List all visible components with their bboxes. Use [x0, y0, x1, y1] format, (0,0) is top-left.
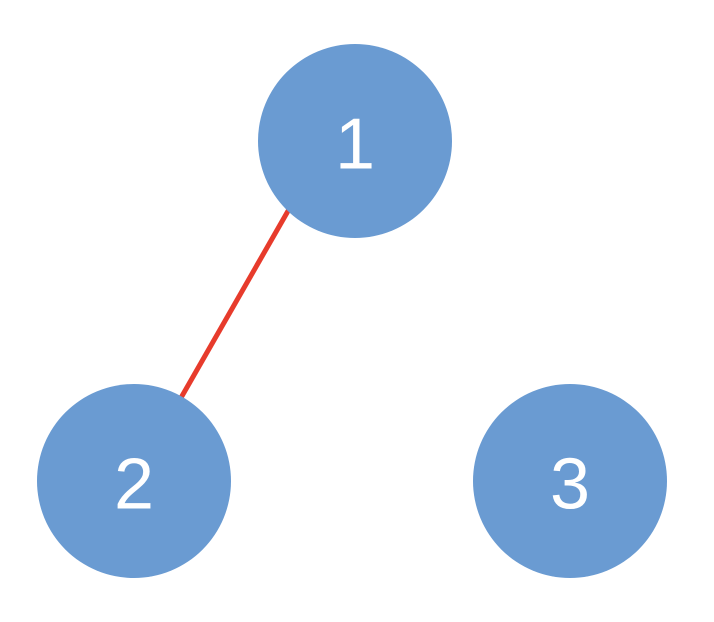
edge-node1-node2[interactable]: [171, 202, 295, 412]
node-2[interactable]: 2: [37, 384, 231, 578]
node-2-circle[interactable]: [37, 384, 231, 578]
node-1-circle[interactable]: [258, 44, 452, 238]
node-3-circle[interactable]: [473, 384, 667, 578]
node-1[interactable]: 1: [258, 44, 452, 238]
node-3[interactable]: 3: [473, 384, 667, 578]
